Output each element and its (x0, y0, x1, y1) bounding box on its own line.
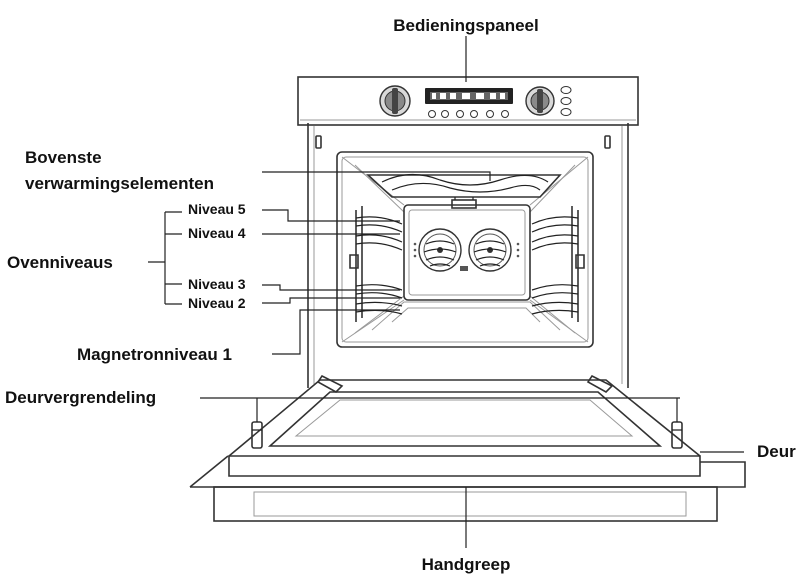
hinge-icon (251, 374, 683, 449)
heating-element-icon (365, 173, 562, 209)
control-panel (297, 76, 639, 126)
dial-icon (379, 85, 411, 117)
label-level4: Niveau 4 (188, 225, 246, 241)
label-magnetron-level1: Magnetronniveau 1 (77, 345, 232, 364)
label-level3: Niveau 3 (188, 276, 246, 292)
label-top-heating-line2: verwarmingselementen (25, 174, 214, 193)
rack-icon (349, 206, 403, 322)
label-handle: Handgreep (422, 555, 511, 574)
leader-lines (148, 36, 744, 548)
display-icon (425, 88, 513, 118)
oven-door (189, 374, 746, 522)
label-top-heating-line1: Bovenste (25, 148, 102, 167)
oven-body (307, 123, 629, 388)
label-level2: Niveau 2 (188, 295, 246, 311)
fan-icon (468, 228, 512, 272)
oven-cavity (336, 151, 594, 348)
label-level5: Niveau 5 (188, 201, 246, 217)
label-control-panel: Bedieningspaneel (393, 16, 538, 35)
fan-icon (418, 228, 462, 272)
dial-icon (525, 86, 555, 116)
label-oven-levels: Ovenniveaus (7, 253, 113, 272)
rack-icon (531, 206, 585, 322)
label-door-lock: Deurvergrendeling (5, 388, 156, 407)
label-door: Deur (757, 442, 796, 461)
